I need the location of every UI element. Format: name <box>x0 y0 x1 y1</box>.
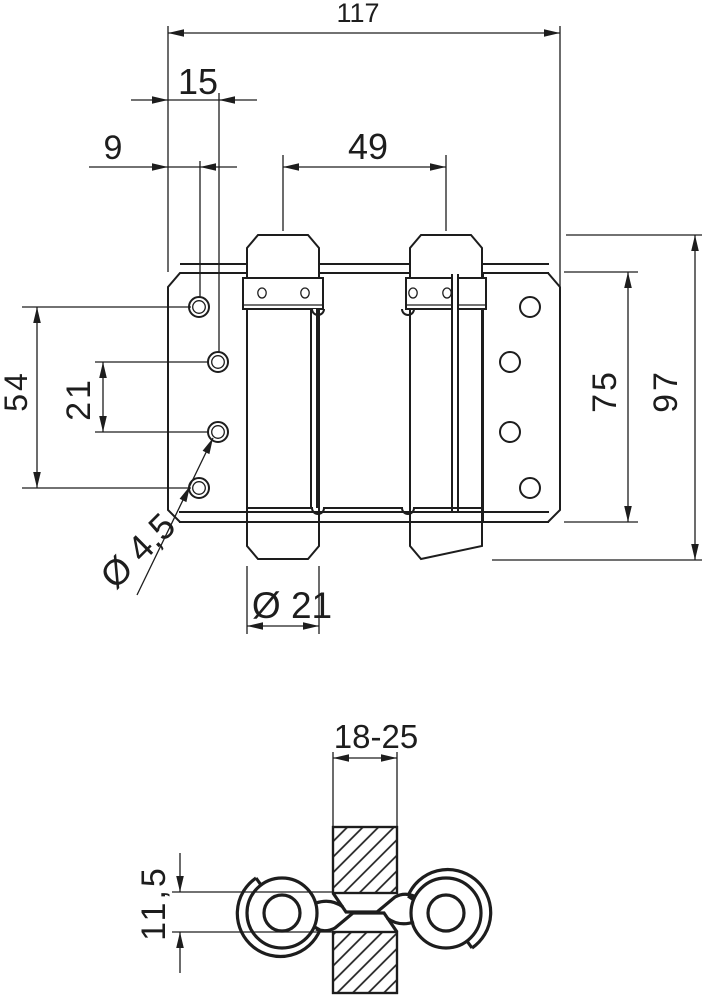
screw-hole <box>519 477 541 499</box>
dim-hole-row-span: 54 <box>0 306 191 489</box>
dim-hole-col1-offset: 9 <box>89 129 237 171</box>
top-flange <box>180 263 549 274</box>
section-right-barrel <box>406 868 493 950</box>
front-view-dimensions: 117 15 9 49 <box>0 0 702 634</box>
dim-label-hole-row-inner-span: 21 <box>60 377 98 421</box>
dim-leaf-offset: 11,5 <box>135 853 333 973</box>
dim-barrel-spacing: 49 <box>282 126 447 231</box>
section-leaf-straps <box>315 892 415 933</box>
screw-hole-inner <box>192 300 206 314</box>
dim-label-barrel-diameter: Ø 21 <box>252 585 332 626</box>
section-view: 18-25 11,5 <box>135 718 493 995</box>
dim-door-thickness-range: 18-25 <box>332 718 418 827</box>
dim-overall-height: 97 <box>492 234 702 561</box>
section-left-barrel <box>235 876 322 958</box>
dim-label-screw-hole-diameter: Ø 4,5 <box>92 505 183 596</box>
screw-hole-inner <box>211 355 225 369</box>
screw-hole <box>207 421 229 443</box>
screw-hole <box>207 351 229 373</box>
dim-label-door-thickness-range: 18-25 <box>334 718 418 755</box>
link-hole <box>408 287 418 299</box>
screw-hole <box>519 296 541 318</box>
leaf-wrap-edges <box>310 274 459 512</box>
section-view-dimensions: 18-25 11,5 <box>135 718 418 973</box>
dim-barrel-diameter: Ø 21 <box>246 566 332 634</box>
dim-leaf-height: 75 <box>564 271 638 523</box>
dim-hole-col2-offset: 15 <box>131 61 257 104</box>
link-hole <box>300 287 310 299</box>
dim-label-total-width: 117 <box>336 0 379 28</box>
link-hole <box>257 287 267 299</box>
right-plate-screw-holes <box>499 296 541 499</box>
left-spring-barrel <box>246 234 320 560</box>
dim-label-leaf-offset: 11,5 <box>135 865 173 941</box>
dim-label-hole-col1-offset: 9 <box>104 129 123 167</box>
dim-hole-row-inner-span: 21 <box>60 361 209 433</box>
dim-label-hole-row-span: 54 <box>0 370 34 412</box>
dim-label-barrel-spacing: 49 <box>348 126 388 167</box>
door-section-lower-hatch <box>331 930 399 995</box>
screw-hole <box>499 351 521 373</box>
dim-label-hole-col2-offset: 15 <box>178 61 218 102</box>
bottom-flange <box>179 511 549 523</box>
dim-total-width: 117 <box>167 0 561 286</box>
center-leaf-top-strips <box>242 277 487 310</box>
screw-hole-inner <box>211 425 225 439</box>
screw-hole <box>499 421 521 443</box>
door-section-upper-hatch <box>331 825 399 895</box>
screw-hole-inner <box>192 481 206 495</box>
dim-label-overall-height: 97 <box>647 369 685 413</box>
screw-hole <box>188 296 210 318</box>
dim-label-leaf-height: 75 <box>586 369 624 413</box>
front-view: 117 15 9 49 <box>0 0 702 634</box>
